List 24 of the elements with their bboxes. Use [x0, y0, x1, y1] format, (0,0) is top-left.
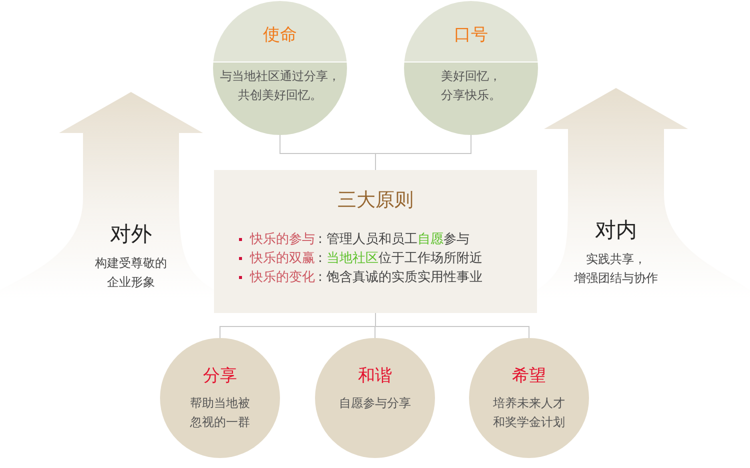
principle-text: : 当地社区位于工作场所附近 [318, 251, 483, 266]
circle-text: 与当地社区通过分享，共创美好回忆。 [219, 68, 341, 104]
connector-line [375, 134, 472, 170]
principle-term: 快乐的参与 [250, 232, 315, 247]
connector-line [375, 312, 530, 338]
principle-text: : 管理人员和员工自愿参与 [318, 232, 470, 247]
principle-term: 快乐的变化 [250, 270, 315, 285]
arrow-heading: 对外 [109, 221, 153, 248]
panel-heading: 三大原则 [336, 188, 414, 213]
circle-heading: 和谐 [357, 365, 393, 387]
circle-text: 帮助当地被忽视的一群 [189, 395, 251, 431]
circle-text: 培养未来人才和奖学金计划 [492, 395, 566, 431]
arrow-text: 构建受尊敬的企业形象 [94, 255, 168, 291]
arrow-heading: 对内 [594, 217, 638, 244]
principle-term: 快乐的双赢 [250, 251, 315, 266]
circle-heading: 分享 [202, 365, 238, 387]
circle-heading: 希望 [511, 365, 547, 387]
circle-text: 自愿参与分享 [338, 395, 412, 412]
circle-text: 美好回忆，分享快乐。 [440, 68, 502, 104]
principles-panel [214, 170, 537, 313]
circle-heading: 口号 [453, 24, 489, 46]
arrow-text: 实践共享，增强团结与协作 [573, 251, 659, 287]
circle-heading: 使命 [262, 24, 298, 46]
principle-text: : 饱含真诚的实质实用性事业 [318, 270, 483, 285]
